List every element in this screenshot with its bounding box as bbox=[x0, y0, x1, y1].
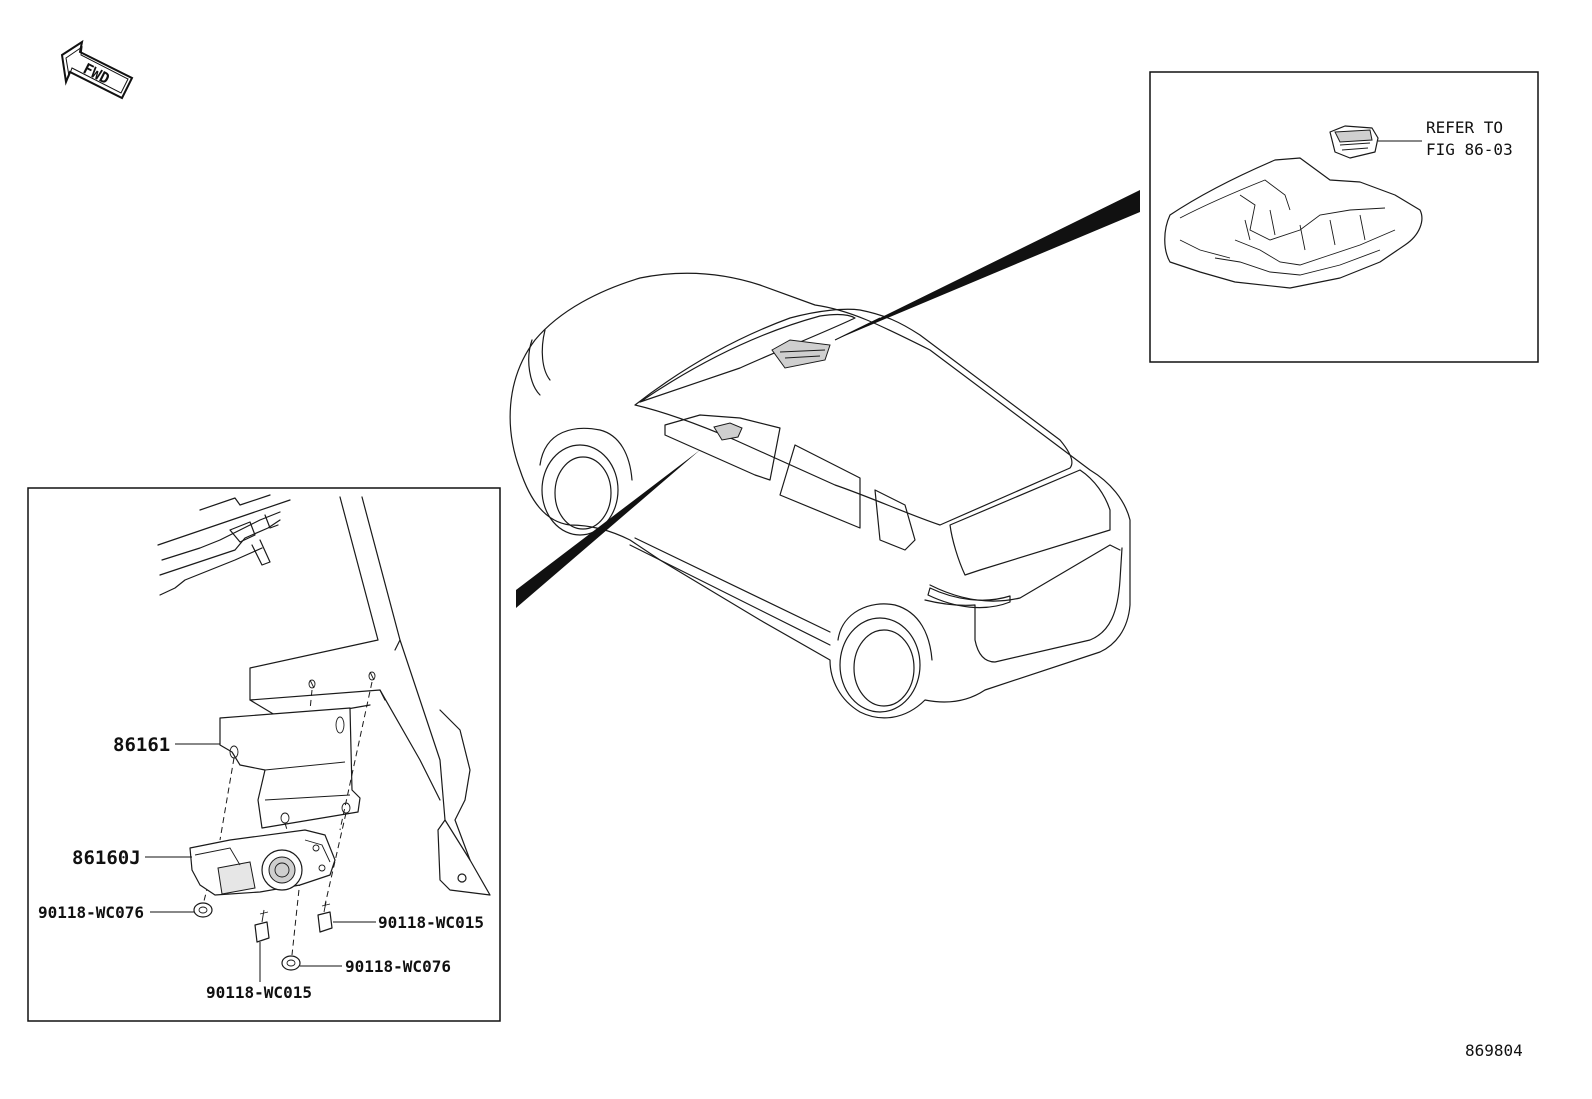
label-fastener-left: 90118-WC076 bbox=[38, 903, 144, 922]
switch-module-icon bbox=[1329, 125, 1379, 159]
refer-fig-label: FIG 86-03 bbox=[1426, 140, 1513, 159]
rear-wheel bbox=[837, 603, 933, 713]
camera-86160J bbox=[189, 829, 336, 896]
headliner-structure bbox=[157, 494, 491, 896]
label-fastener-right: 90118-WC015 bbox=[378, 913, 484, 932]
label-86160J: 86160J bbox=[72, 847, 141, 869]
callout-bottom-left: 86161 86160J 90118-WC076 90118-WC015 901… bbox=[27, 487, 501, 1022]
bracket-86161 bbox=[219, 671, 376, 829]
refer-to-label: REFER TO bbox=[1426, 118, 1503, 137]
nut-icon-bottom-right bbox=[281, 955, 301, 971]
leader-to-top-callout bbox=[835, 190, 1140, 340]
figure-number: 869804 bbox=[1465, 1041, 1523, 1060]
label-fastener-bottom: 90118-WC015 bbox=[206, 983, 312, 1002]
roof-console-marker bbox=[771, 339, 831, 369]
vehicle-illustration bbox=[509, 272, 1131, 719]
leader-to-bottom-callout bbox=[516, 450, 700, 608]
callout-top-right: REFER TO FIG 86-03 bbox=[1149, 71, 1539, 363]
fwd-arrow-icon: FWD bbox=[60, 39, 134, 100]
label-86161: 86161 bbox=[113, 734, 170, 756]
nut-icon-left bbox=[193, 902, 213, 918]
front-wheel bbox=[539, 427, 633, 536]
label-fastener-bottom-right: 90118-WC076 bbox=[345, 957, 451, 976]
screw-icon-right bbox=[317, 901, 333, 933]
overhead-console bbox=[1164, 157, 1423, 289]
screw-icon-bottom bbox=[254, 909, 270, 943]
windshield-camera-marker bbox=[713, 422, 743, 441]
